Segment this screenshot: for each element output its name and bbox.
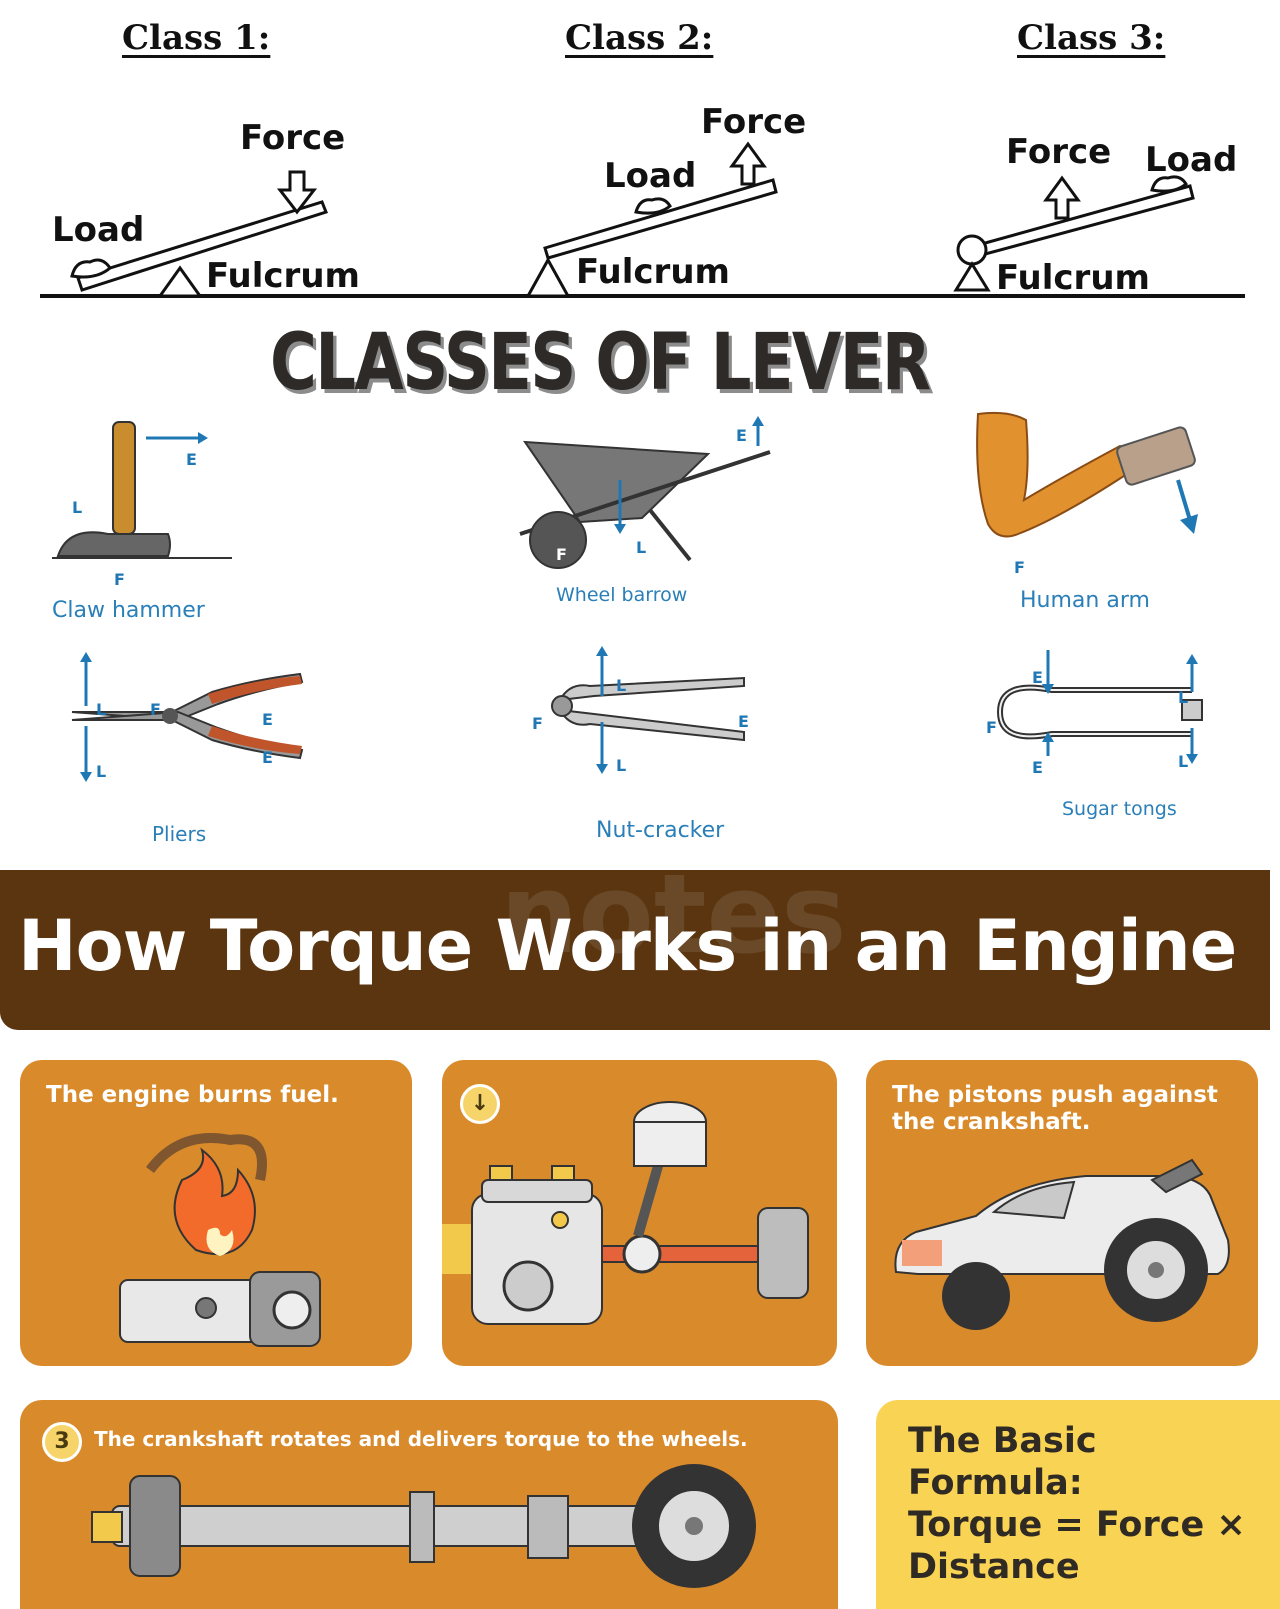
tongs-f-label: F	[986, 718, 997, 737]
arm-f-label: F	[1014, 558, 1025, 577]
panel-3-text: The pistons push against the crankshaft.	[892, 1082, 1218, 1135]
class1-force-arrow	[276, 170, 318, 215]
lever-diagrams	[40, 141, 1245, 298]
hammer-l-label: L	[72, 498, 83, 517]
panel-burns-fuel: The engine burns fuel.	[20, 1060, 412, 1366]
nutcracker-f-label: F	[532, 714, 543, 733]
claw-hammer-icon	[52, 421, 232, 559]
lever-examples	[52, 411, 1203, 782]
hammer-e-label: E	[186, 450, 197, 469]
class3-fulcrum-label: Fulcrum	[996, 258, 1150, 298]
tongs-e-top-label: E	[1032, 668, 1043, 687]
class1-fulcrum-label: Fulcrum	[206, 256, 360, 296]
nutcracker-e-label: E	[738, 712, 749, 731]
tongs-e-bottom-label: E	[1032, 758, 1043, 777]
class3-fulcrum	[953, 261, 991, 292]
class2-beam	[543, 178, 778, 260]
car-icon	[894, 1158, 1230, 1330]
formula-line-3: Distance	[908, 1547, 1080, 1587]
class2-force-arrow	[729, 141, 767, 186]
nut-cracker-label: Nut-cracker	[596, 818, 725, 843]
class3-pivot	[956, 234, 988, 266]
barrow-l-label: L	[636, 538, 647, 557]
engine-banner	[0, 870, 1270, 1030]
class2-load-label: Load	[604, 156, 697, 196]
tongs-l-bottom-label: L	[1178, 752, 1189, 771]
sugar-tongs-icon	[996, 650, 1203, 764]
nutcracker-l-top-label: L	[616, 676, 627, 695]
class3-force-label: Force	[1006, 132, 1112, 172]
pliers-l-bottom-label: L	[96, 762, 107, 781]
class2-force-label: Force	[701, 102, 807, 142]
sugar-tongs-label: Sugar tongs	[1062, 798, 1177, 820]
class-1-heading: Class 1:	[122, 18, 271, 58]
hammer-f-label: F	[114, 570, 125, 589]
class-2-heading: Class 2:	[565, 18, 714, 58]
crankshaft-icon	[91, 1464, 756, 1588]
piston-engine-icon	[442, 1101, 809, 1325]
tongs-l-top-label: L	[1178, 688, 1189, 707]
class3-load-label: Load	[1145, 140, 1238, 180]
wheel-barrow-icon	[519, 416, 771, 569]
formula-box	[876, 1400, 1280, 1609]
class2-fulcrum-label: Fulcrum	[576, 252, 730, 292]
human-arm-icon	[976, 411, 1198, 538]
nutcracker-l-bottom-label: L	[616, 756, 627, 775]
nut-cracker-icon	[551, 646, 745, 774]
panel-crankshaft: The pistons push against the crankshaft.	[866, 1060, 1258, 1366]
barrow-e-label: E	[736, 426, 747, 445]
wheel-barrow-label: Wheel barrow	[556, 584, 688, 606]
class1-beam	[76, 200, 328, 292]
pliers-l-top-label: L	[96, 700, 107, 719]
step-3-badge: 3	[42, 1422, 82, 1462]
claw-hammer-label: Claw hammer	[52, 598, 205, 623]
class2-fulcrum	[525, 256, 571, 298]
panel-rotates: 3 The crankshaft rotates and delivers to…	[20, 1400, 838, 1609]
class-3-heading: Class 3:	[1017, 18, 1166, 58]
panel-1-text: The engine burns fuel.	[46, 1082, 339, 1108]
formula-line-2: Torque = Force ×	[908, 1505, 1246, 1545]
pliers-e-bottom-label: E	[262, 748, 273, 767]
class1-load-label: Load	[52, 210, 145, 250]
class1-force-label: Force	[240, 118, 346, 158]
panel-pistons: ↓	[442, 1060, 837, 1366]
class2-load	[634, 197, 672, 215]
pliers-icon	[71, 652, 304, 782]
panel-4-text: The crankshaft rotates and delivers torq…	[94, 1427, 748, 1451]
down-arrow-icon: ↓	[460, 1084, 500, 1124]
pliers-e-top-label: E	[262, 710, 273, 729]
class3-load	[1150, 175, 1188, 193]
formula-line-1: The Basic Formula:	[908, 1421, 1097, 1503]
class1-fulcrum	[157, 265, 203, 298]
arm-e-label: E	[1034, 444, 1045, 463]
pliers-f-label: F	[150, 700, 161, 719]
page-title: CLASSES OF LEVER	[270, 318, 931, 408]
engine-fire-icon	[119, 1133, 321, 1347]
formula-text: The Basic Formula: Torque = Force × Dist…	[908, 1420, 1280, 1588]
pliers-label: Pliers	[152, 822, 207, 846]
engine-title: How Torque Works in an Engine	[18, 905, 1237, 987]
human-arm-label: Human arm	[1020, 588, 1150, 613]
class1-load	[70, 258, 112, 279]
watermark-text: notes	[500, 850, 847, 978]
class3-force-arrow	[1043, 175, 1081, 220]
barrow-f-label: F	[556, 545, 567, 564]
